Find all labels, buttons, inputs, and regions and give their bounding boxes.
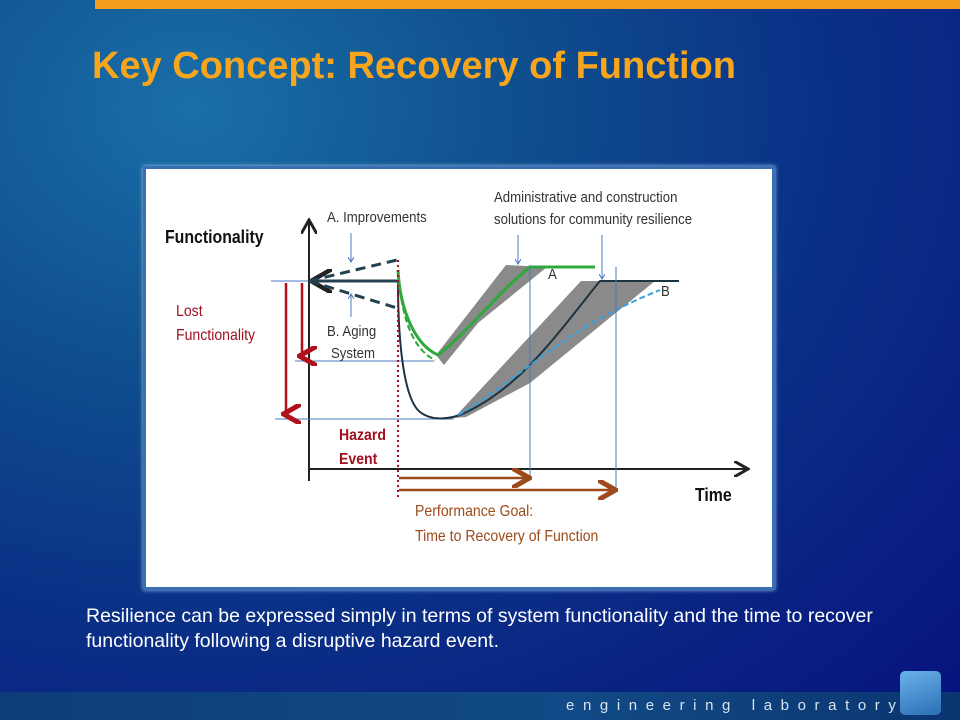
hazard-label-2: Event (339, 451, 378, 468)
curve-b-label: B (661, 283, 670, 300)
admin-label-2: solutions for community resilience (494, 211, 693, 228)
curve-b (397, 280, 679, 420)
engineering-lab-logo-icon (900, 671, 941, 715)
footer-bar (0, 692, 960, 720)
slide-title: Key Concept: Recovery of Function (92, 45, 736, 87)
goal-label-2: Time to Recovery of Function (415, 528, 599, 545)
lost-label-2: Functionality (176, 327, 256, 344)
curve-a-label: A (548, 266, 557, 283)
aging-label-1: B. Aging (327, 323, 377, 340)
aging-dashed (308, 279, 398, 310)
slide-body-text: Resilience can be expressed simply in te… (86, 605, 873, 652)
improvements-dashed (308, 258, 398, 283)
admin-label-1: Administrative and construction (494, 189, 678, 206)
improvements-label: A. Improvements (327, 209, 427, 226)
hazard-label-1: Hazard (339, 427, 386, 444)
y-axis-label: Functionality (165, 227, 264, 247)
footer-text: engineering laboratory (566, 697, 905, 714)
lost-label-1: Lost (176, 303, 203, 320)
x-axis-label: Time (695, 485, 732, 505)
top-accent-bar (95, 0, 960, 9)
recovery-diagram: Functionality A. Improvements B. Aging S… (143, 166, 775, 590)
gray-band-a (436, 265, 547, 365)
curve-a (396, 265, 595, 357)
aging-label-2: System (331, 345, 376, 362)
goal-label-1: Performance Goal: (415, 503, 534, 520)
